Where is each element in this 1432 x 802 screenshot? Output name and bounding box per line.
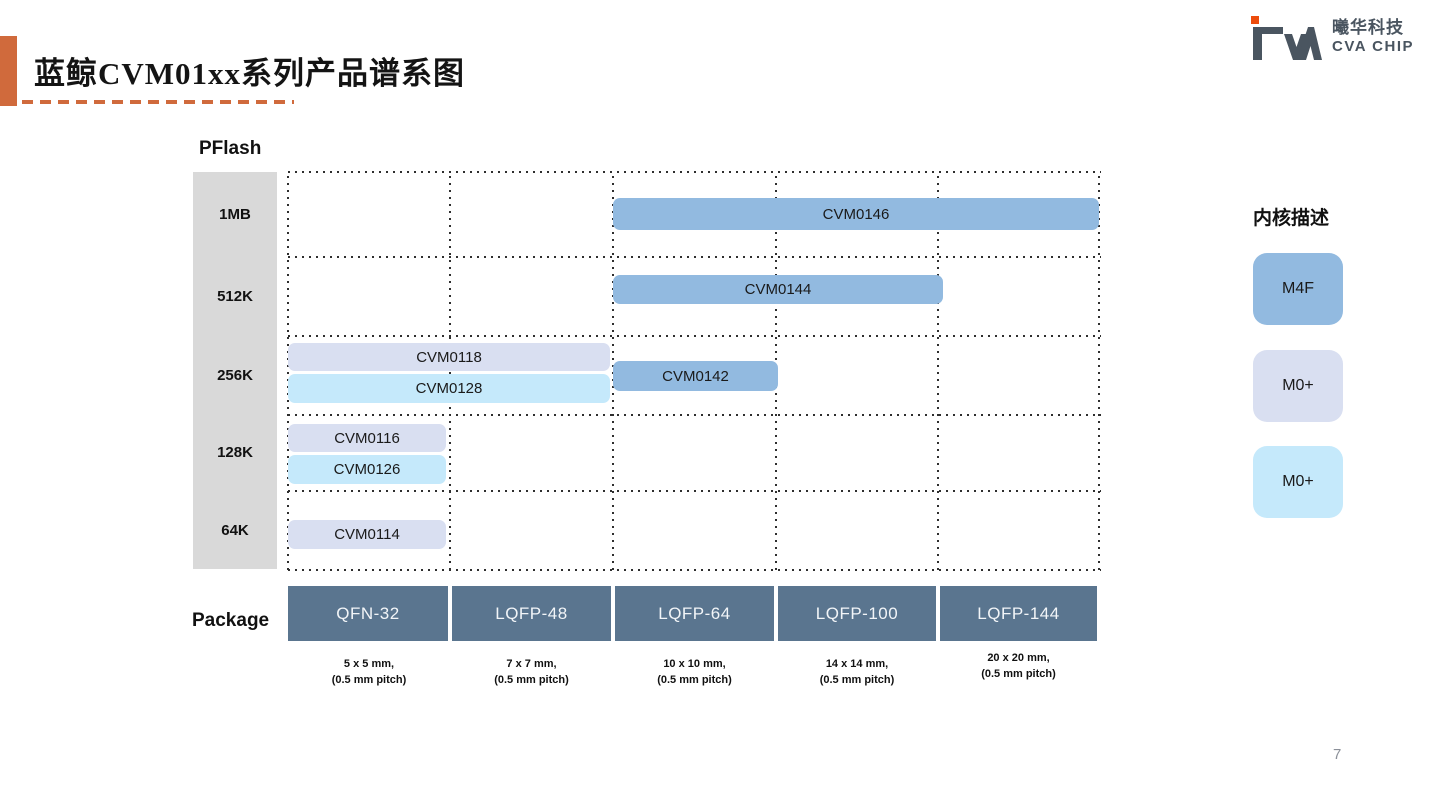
grid-hline xyxy=(288,171,1101,173)
page-number: 7 xyxy=(1333,746,1342,763)
product-bar-cvm0118: CVM0118 xyxy=(288,343,610,371)
package-header-lqfp-100: LQFP-100 xyxy=(778,586,936,641)
legend-item-m0plus-2: M0+ xyxy=(1253,446,1343,518)
legend-title: 内核描述 xyxy=(1253,208,1330,229)
package-size: 20 x 20 mm, xyxy=(987,652,1050,664)
package-pitch: (0.5 mm pitch) xyxy=(331,674,407,686)
page-title: 蓝鲸CVM01xx系列产品谱系图 xyxy=(34,56,466,91)
flash-size-label: 64K xyxy=(221,521,249,539)
flash-size-label: 256K xyxy=(217,366,253,384)
product-bar-cvm0146: CVM0146 xyxy=(613,198,1099,230)
company-logo: 曦华科技 CVA CHIP xyxy=(1250,16,1414,69)
package-size: 7 x 7 mm, xyxy=(506,658,557,670)
grid-vline xyxy=(1098,172,1100,570)
product-bar-cvm0126: CVM0126 xyxy=(288,455,446,484)
title-dashed-underline xyxy=(22,100,294,104)
title-accent-bar xyxy=(0,36,17,106)
grid-hline xyxy=(288,256,1101,258)
product-bar-cvm0128: CVM0128 xyxy=(288,374,610,403)
product-bar-cvm0144: CVM0144 xyxy=(613,275,943,304)
package-header-lqfp-64: LQFP-64 xyxy=(615,586,774,641)
grid-hline xyxy=(288,335,1101,337)
pflash-axis-panel xyxy=(193,172,277,569)
flash-size-label: 128K xyxy=(217,444,253,461)
cva-logo-icon xyxy=(1250,16,1322,69)
package-pitch: (0.5 mm pitch) xyxy=(981,668,1056,680)
pflash-axis-title: PFlash xyxy=(199,138,262,159)
package-header-lqfp-144: LQFP-144 xyxy=(940,586,1097,641)
legend-item-m4f-0: M4F xyxy=(1253,253,1343,325)
grid-hline xyxy=(288,569,1101,571)
company-name: 曦华科技 CVA CHIP xyxy=(1332,16,1414,55)
company-name-cn: 曦华科技 xyxy=(1332,18,1404,37)
package-header-qfn-32: QFN-32 xyxy=(288,586,448,641)
grid-vline xyxy=(287,172,289,570)
package-size: 5 x 5 mm, xyxy=(343,658,395,670)
product-bar-cvm0142: CVM0142 xyxy=(613,361,778,391)
package-pitch: (0.5 mm pitch) xyxy=(819,674,895,686)
flash-size-label: 1MB xyxy=(219,205,251,223)
legend-item-m0plus-1: M0+ xyxy=(1253,350,1343,422)
grid-hline xyxy=(288,414,1101,416)
package-header-lqfp-48: LQFP-48 xyxy=(452,586,611,641)
package-pitch: (0.5 mm pitch) xyxy=(657,674,732,686)
package-pitch: (0.5 mm pitch) xyxy=(494,674,569,686)
package-size: 14 x 14 mm, xyxy=(825,658,889,670)
grid-hline xyxy=(288,490,1101,492)
product-bar-cvm0114: CVM0114 xyxy=(288,520,446,549)
flash-size-label: 512K xyxy=(217,287,253,305)
company-name-en: CVA CHIP xyxy=(1332,38,1415,55)
package-axis-title: Package xyxy=(192,610,270,631)
product-bar-cvm0116: CVM0116 xyxy=(288,424,446,452)
grid-vline xyxy=(449,172,451,570)
package-size: 10 x 10 mm, xyxy=(663,658,726,670)
grid-vline xyxy=(937,172,939,570)
